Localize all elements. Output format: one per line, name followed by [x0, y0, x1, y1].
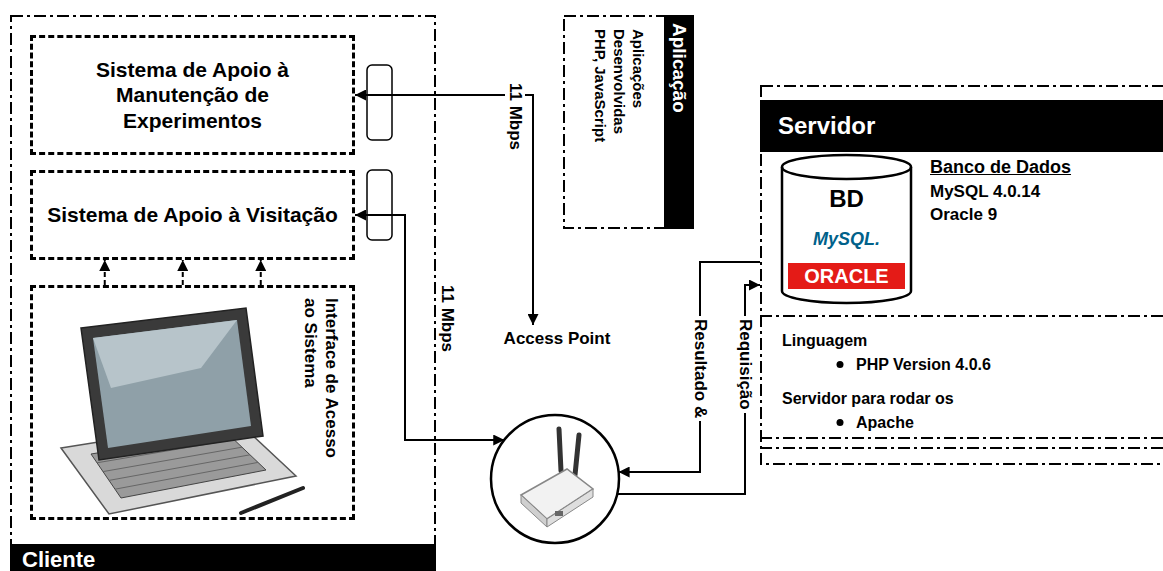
dash-dot-border: [11, 16, 435, 571]
node-text: PHP Version 4.0.6: [856, 355, 991, 374]
dash-dot-border: [761, 86, 1163, 464]
dash-dot-border: [564, 16, 693, 228]
access-point-node: Access Point: [480, 325, 634, 550]
circle-outline: [491, 415, 619, 543]
stylus-pen: [241, 488, 303, 513]
connector: [619, 262, 760, 472]
system-box: Sistema de Apoio à Visitação: [30, 170, 355, 260]
application-box: Aplicação Aplicações Desenvolvidas PHP, J…: [563, 15, 694, 229]
bullet-dot: [837, 361, 844, 368]
node-text: Sistema de Apoio à Manutenção de Experim…: [45, 57, 340, 133]
database-node: BD MySQL. ORACLE: [780, 153, 913, 305]
screen-frame: [81, 308, 263, 460]
antenna: [559, 429, 561, 471]
client-region: Cliente Sistema de Apoio à Manutenção de …: [10, 15, 436, 571]
server-software-section: LinguagemPHP Version 4.0.6Servidor para …: [760, 315, 1163, 450]
node-text: Aplicações Desenvolvidas PHP, JavaScript: [591, 29, 648, 161]
router-side: [521, 495, 547, 527]
node-text: BD: [780, 185, 913, 214]
interface-box: Interface de Acesso ao Sistema: [30, 285, 355, 520]
connector: [260, 260, 262, 285]
node-text: Access Point: [480, 329, 634, 349]
connector: [617, 285, 760, 494]
node-text: Linguagem: [782, 331, 867, 350]
node-text: MySQL.: [780, 229, 913, 251]
edge-label: Resultado &: [690, 316, 710, 421]
system-box: Sistema de Apoio à Manutenção de Experim…: [30, 35, 355, 155]
connector: [182, 260, 184, 285]
cylinder-rim: [782, 167, 911, 179]
node-text: Oracle 9: [930, 205, 997, 225]
antenna: [575, 435, 579, 475]
node-text: Cliente: [10, 544, 436, 571]
connector: [104, 260, 106, 285]
connector: [355, 215, 504, 440]
node-text: Interface de Acesso ao Sistema: [300, 298, 342, 476]
node-text: Apache: [856, 413, 914, 432]
port-symbol: [367, 170, 392, 240]
dash-dot-divider: [760, 447, 1163, 449]
tablet-pc-illustration: [61, 308, 303, 514]
node-text: ORACLE: [788, 263, 905, 289]
dash-dot-divider: [760, 315, 1163, 317]
edge-label: Requisição: [735, 316, 755, 413]
screen-glare: [93, 320, 237, 388]
edge-label: 11 Mbps: [505, 80, 525, 153]
edge-label: 11 Mbps: [437, 282, 457, 355]
server-region: ServidorBanco de DadosMySQL 4.0.14Oracle…: [760, 85, 1163, 465]
screen: [93, 320, 251, 448]
node-text: MySQL 4.0.14: [930, 182, 1040, 202]
router-front: [547, 489, 593, 527]
bullet-dot: [837, 419, 844, 426]
keyboard-row: [115, 462, 258, 489]
node-text: Aplicação: [664, 15, 694, 229]
router-port: [555, 511, 563, 516]
node-text: Banco de Dados: [930, 157, 1071, 179]
node-text: Servidor: [760, 100, 1163, 152]
port-symbol: [367, 65, 392, 140]
access-point-circle: [489, 413, 621, 545]
node-text: Servidor para rodar os: [782, 389, 954, 408]
dash-dot-divider: [760, 437, 1163, 439]
node-text: Sistema de Apoio à Visitação: [47, 202, 338, 227]
